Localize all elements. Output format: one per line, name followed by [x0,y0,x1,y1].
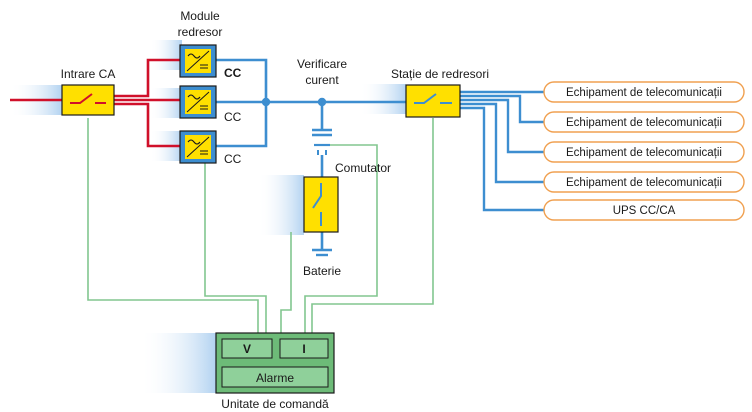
rectifier-module-1 [179,44,217,78]
ac-input-label: Intrare CA [61,67,116,81]
rectifier-modules-label-line1: Module [180,9,220,23]
control-lines [87,118,434,333]
control-voltage-label: V [243,342,251,356]
battery-label: Baterie [303,264,341,278]
current-check-label-line2: curent [305,73,339,87]
control-unit-label: Unitate de comandă [221,397,329,411]
capacitor-symbol [312,128,332,155]
rectifier-module-3 [179,130,217,164]
load-4-label: Echipament de telecomunicații [566,177,722,189]
load-4: Echipament de telecomunicații [543,171,745,193]
dc-output-label-3: CC [224,152,242,166]
rectifier-station-box [405,84,461,118]
load-2-label: Echipament de telecomunicații [566,117,722,129]
current-check-label-line1: Verificare [297,57,347,71]
glow-shading [10,40,406,393]
load-2: Echipament de telecomunicații [543,111,745,133]
load-1-label: Echipament de telecomunicații [566,87,722,99]
dc-output-label-1: CC [224,66,242,80]
ac-input-breaker [61,84,115,116]
load-3-label: Echipament de telecomunicații [566,147,722,159]
control-alarms-label: Alarme [256,371,294,385]
rectifier-modules-label-line2: redresor [178,25,223,39]
rectifier-station-label: Stație de redresori [391,67,489,81]
switch-label: Comutator [335,161,391,175]
load-feed-lines [460,90,544,212]
junction-dots [261,97,327,107]
load-1: Echipament de telecomunicații [543,81,745,103]
control-unit [215,332,335,394]
dc-output-label-2: CC [224,110,242,124]
load-5-label: UPS CC/CA [613,205,676,217]
rectifier-module-2 [179,85,217,119]
load-3: Echipament de telecomunicații [543,141,745,163]
ac-lines [10,58,180,148]
battery-icon [312,248,332,257]
battery-switch [303,176,339,233]
load-5: UPS CC/CA [543,199,745,221]
control-current-label: I [302,342,305,356]
